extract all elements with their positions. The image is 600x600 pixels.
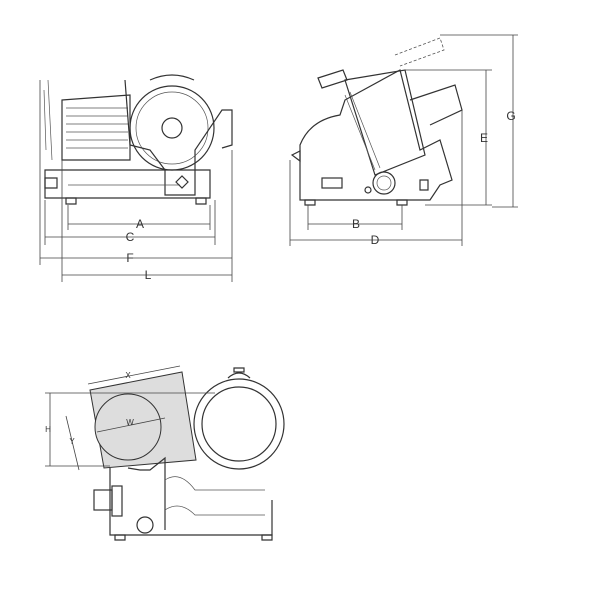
dimension-label-y: Y bbox=[69, 437, 75, 446]
top-view-dimensions: X W H Y bbox=[45, 365, 215, 471]
dimension-label-c: C bbox=[126, 230, 135, 244]
dimension-label-l: L bbox=[145, 268, 152, 282]
dimension-label-f: F bbox=[126, 251, 133, 265]
dimension-label-h: H bbox=[45, 425, 51, 434]
front-view-drawing bbox=[43, 74, 233, 205]
dimension-label-e: E bbox=[480, 131, 488, 145]
top-view-drawing bbox=[89, 367, 285, 541]
side-view-dimensions: B D E G bbox=[289, 34, 518, 247]
dimension-label-g: G bbox=[506, 109, 515, 123]
side-view-drawing bbox=[290, 37, 463, 206]
dimension-label-x: X bbox=[125, 371, 131, 380]
front-view-dimensions: A C F L bbox=[39, 80, 233, 282]
dimension-label-w: W bbox=[126, 418, 134, 427]
dimension-label-a: A bbox=[136, 217, 144, 231]
dimension-label-b: B bbox=[352, 217, 360, 231]
dimension-label-d: D bbox=[371, 233, 380, 247]
